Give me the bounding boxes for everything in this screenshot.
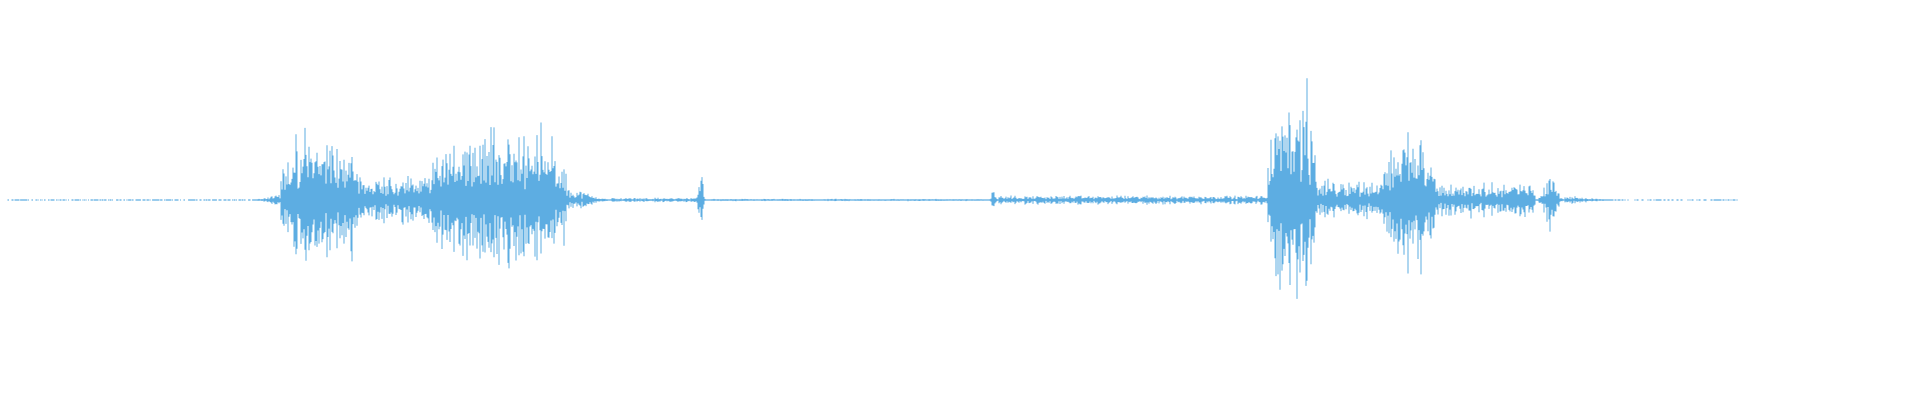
waveform-path [7,78,1738,299]
waveform-signal [7,78,1738,299]
